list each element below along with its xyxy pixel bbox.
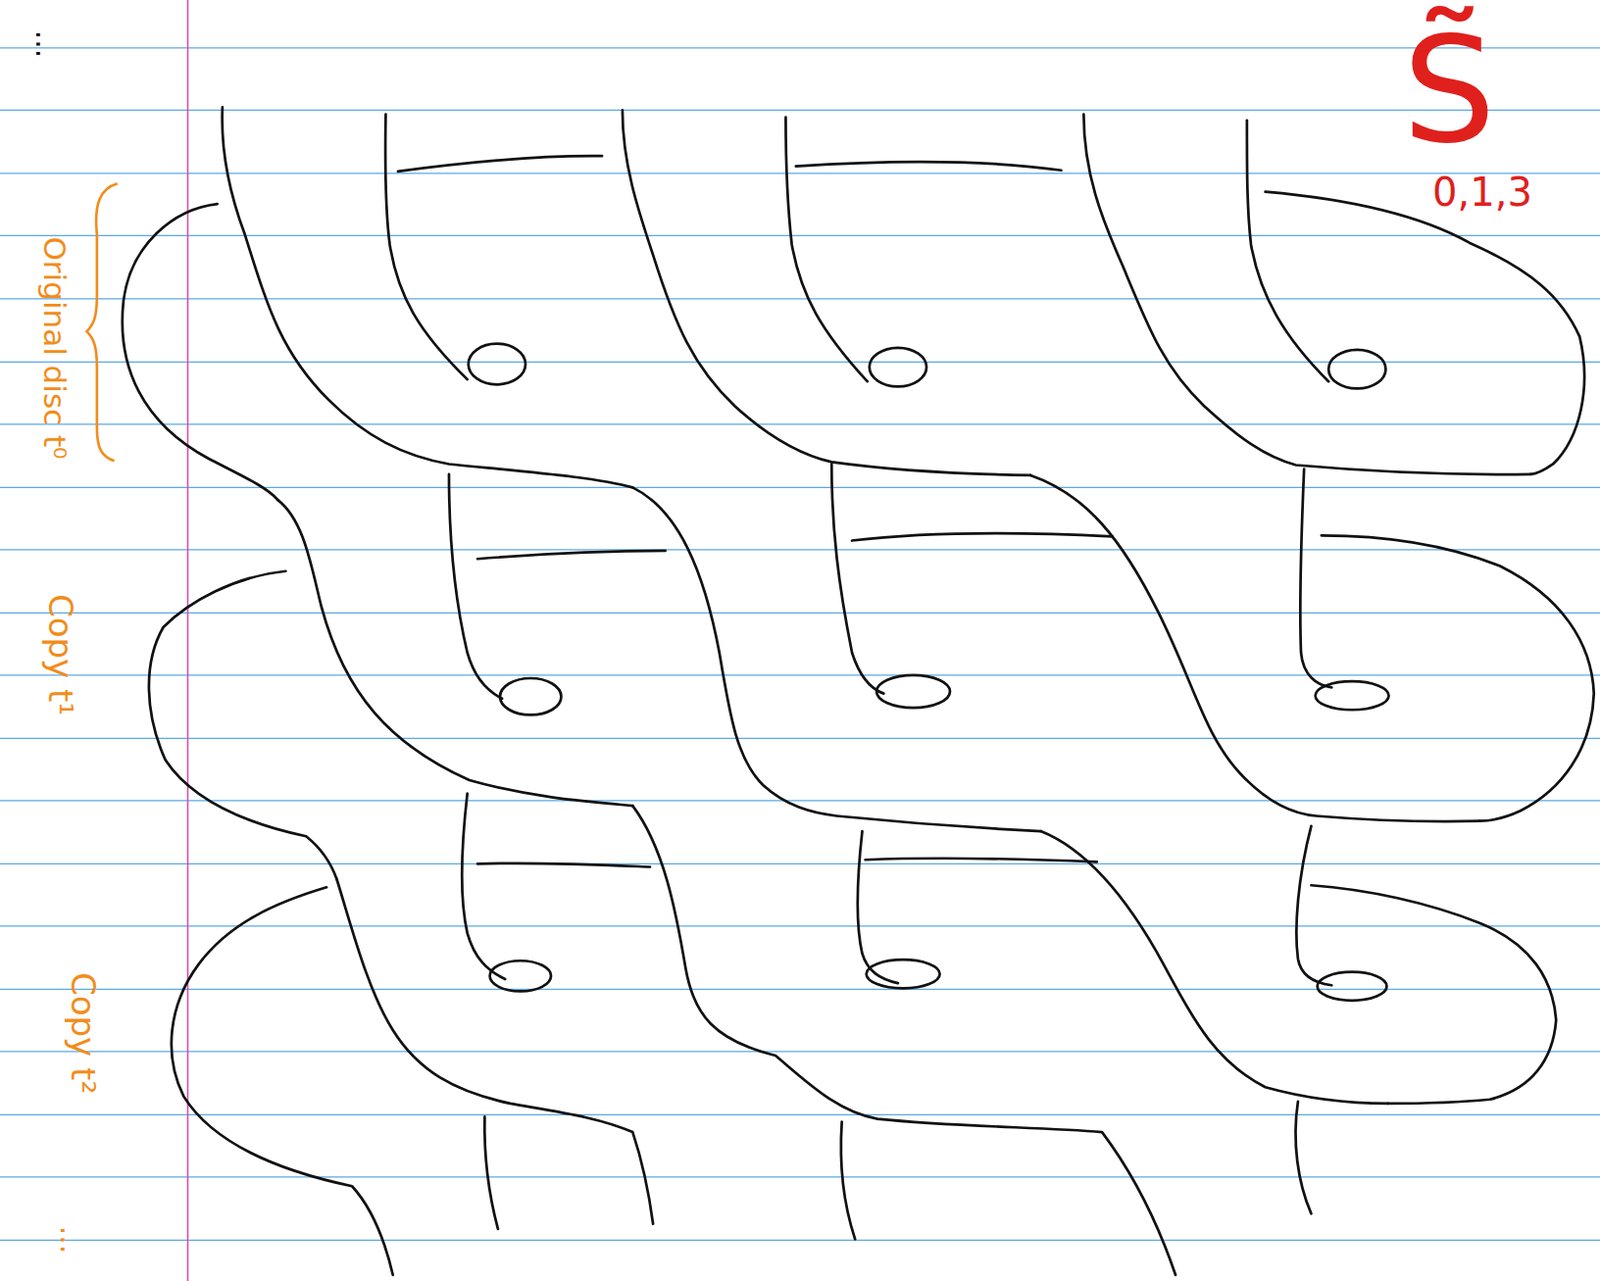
surface-strands: [122, 106, 1595, 1275]
margin-line: [187, 0, 190, 1281]
surface-symbol: S̃: [1401, 16, 1496, 164]
continuation-dots: ...: [55, 1226, 86, 1255]
continuation-dots: ...: [31, 30, 61, 59]
copy-label: Original disc t⁰: [39, 236, 70, 459]
copy-label: Copy t¹: [44, 594, 78, 716]
ruled-lines: [0, 48, 1600, 1241]
surface-subscript: 0,1,3: [1432, 172, 1533, 212]
orange-bracket: [86, 183, 117, 461]
copy-label: Copy t²: [66, 972, 100, 1095]
